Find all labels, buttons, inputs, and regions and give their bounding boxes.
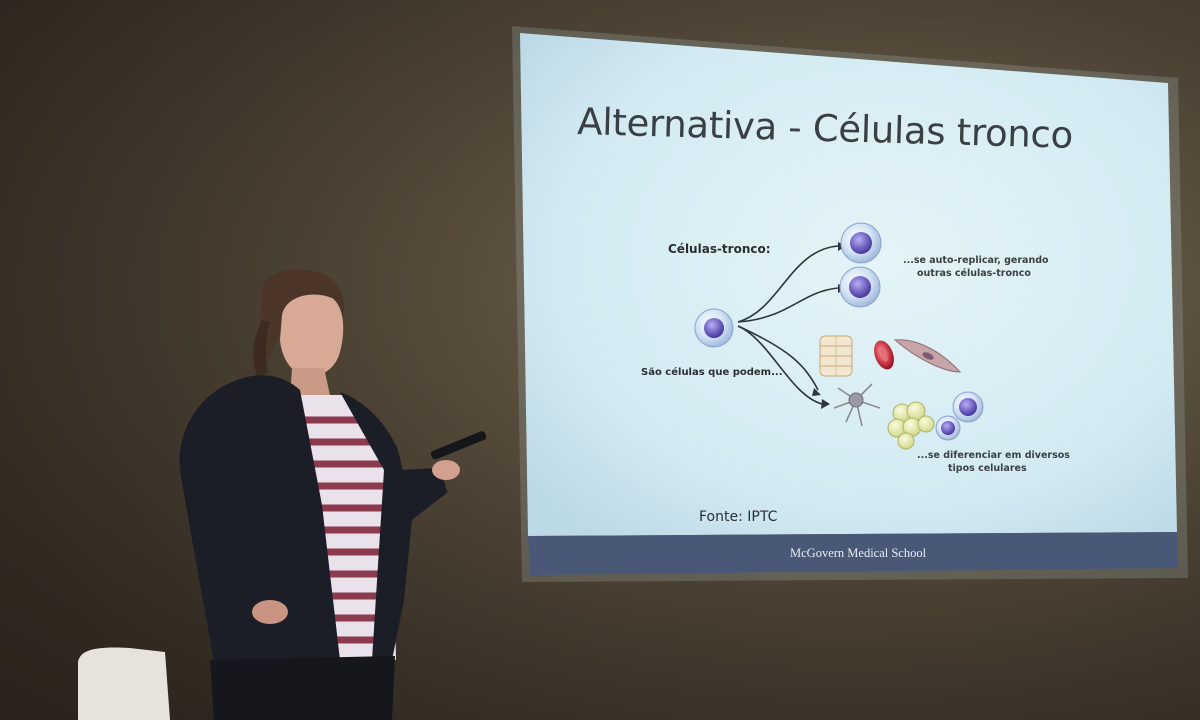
red-blood-cell-icon (874, 340, 894, 370)
can-label: São células que podem... (641, 367, 783, 378)
slide-title: Alternativa - Células tronco (576, 100, 1074, 157)
slide-footer-bar (528, 532, 1178, 575)
neuron-icon (848, 392, 864, 408)
self-replicate-label: ...se auto-replicar, gerando (903, 255, 1049, 266)
fat-cell-icon (887, 401, 935, 450)
differentiate-label-line2: tipos celulares (948, 463, 1027, 474)
footer-text: McGovern Medical School (790, 546, 927, 560)
presenter (179, 269, 487, 720)
differentiate-label: ...se diferenciar em diversos (917, 450, 1070, 461)
muscle-cell-icon (893, 339, 962, 373)
muscle-cell-icon (819, 335, 853, 377)
white-blood-cell-icon (935, 391, 984, 441)
stem-cell-icon (839, 266, 881, 308)
stem-cells-label: Células-tronco: (668, 242, 771, 256)
stem-cell-icon (840, 222, 882, 264)
source-text: Fonte: IPTC (699, 509, 778, 525)
self-replicate-label-line2: outras células-tronco (917, 268, 1031, 279)
arrow-icon (737, 245, 839, 405)
chair (78, 647, 170, 720)
stem-cell-icon (694, 308, 734, 348)
